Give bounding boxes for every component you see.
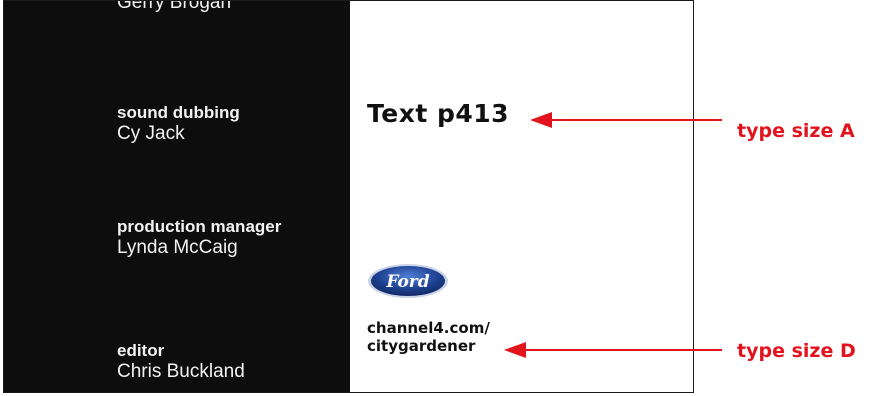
annotation-type-size-d: type size D	[737, 340, 856, 362]
ford-logo: Ford	[368, 264, 448, 298]
text-sample: Text p413	[367, 99, 510, 128]
arrowhead-d	[504, 342, 526, 358]
frame: Gerry Brogan sound dubbing Cy Jack produ…	[3, 0, 694, 393]
credit-role: sound dubbing	[117, 103, 240, 122]
credit-name: Cy Jack	[117, 123, 185, 144]
credit-editor: editor Chris Buckland	[117, 341, 245, 383]
url-text: channel4.com/ citygardener	[367, 319, 490, 355]
white-panel: Text p413 Ford channel4.com/ citygardene…	[350, 1, 693, 392]
credits-panel: Gerry Brogan sound dubbing Cy Jack produ…	[4, 1, 350, 392]
arrowhead-a	[530, 112, 552, 128]
credit-name: Lynda McCaig	[117, 237, 238, 258]
credit-role: production manager	[117, 217, 282, 236]
annotation-type-size-a: type size A	[737, 120, 855, 142]
credit-sound-dubbing: sound dubbing Cy Jack	[117, 103, 240, 145]
ford-logo-text: Ford	[385, 272, 429, 292]
credit-role: editor	[117, 341, 165, 360]
credit-partial: Gerry Brogan	[117, 0, 232, 14]
credit-production-manager: production manager Lynda McCaig	[117, 217, 281, 259]
url-line-2: citygardener	[367, 337, 476, 355]
url-line-1: channel4.com/	[367, 319, 490, 337]
credit-name: Chris Buckland	[117, 361, 245, 382]
credit-name: Gerry Brogan	[117, 0, 232, 13]
